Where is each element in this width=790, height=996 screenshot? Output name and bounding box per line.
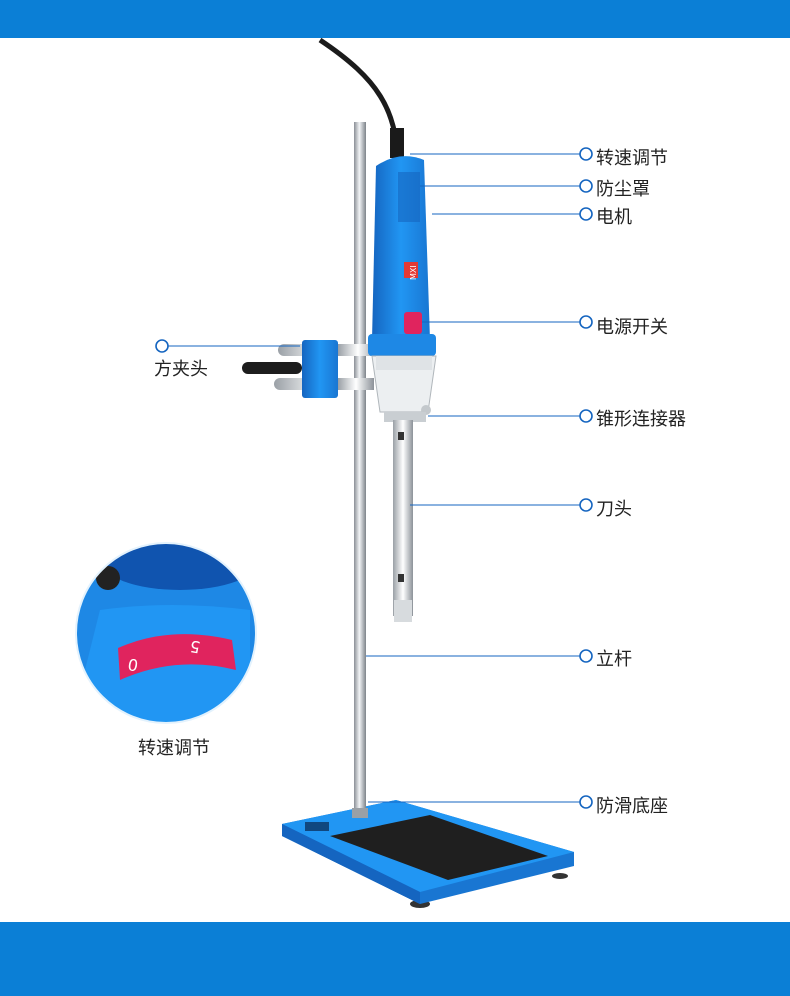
label-stand-rod: 立杆 [596,649,632,670]
dot-square-clamp [155,339,169,353]
nonslip-base-shape [282,800,574,908]
dot-motor [579,207,593,221]
dot-power-switch [579,315,593,329]
bottom-banner [0,922,790,996]
leader-dots [155,147,593,809]
label-nonslip-base: 防滑底座 [596,796,668,817]
label-power-switch: 电源开关 [596,317,668,338]
brand-logo-text: MXI [409,265,418,280]
top-banner [0,0,790,38]
label-dust-cover: 防尘罩 [596,179,650,200]
label-speed-control: 转速调节 [596,148,668,169]
motor-shape [368,128,436,356]
inset-border [75,542,257,724]
label-cone-connector: 锥形连接器 [596,409,686,430]
speed-dial-wheel: 0 5 [118,634,236,680]
square-clamp-shape [242,340,378,398]
speed-dial-inset: 0 5 [76,543,256,723]
dot-speed-control [579,147,593,161]
dot-nonslip-base [579,795,593,809]
label-square-clamp: 方夹头 [154,359,208,380]
dial-digit-5: 5 [188,636,201,656]
blade-head-shape [393,420,413,622]
dot-cone-connector [579,409,593,423]
dot-stand-rod [579,649,593,663]
label-motor: 电机 [596,207,632,228]
dot-dust-cover [579,179,593,193]
inset-caption: 转速调节 [138,738,210,759]
stand-rod-shape [354,122,366,818]
cone-connector-shape [371,355,437,422]
dial-digit-0: 0 [126,654,139,674]
leader-lines [168,153,580,803]
label-blade-head: 刀头 [596,499,632,520]
dot-blade-head [579,498,593,512]
